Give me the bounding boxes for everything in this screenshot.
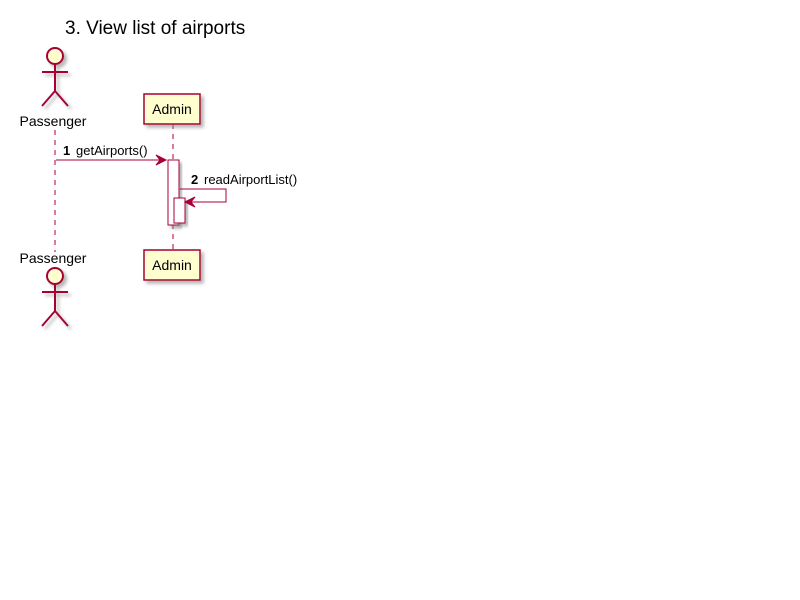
message-1: 1 getAirports() [56, 143, 168, 166]
admin-nested-activation-bar [173, 197, 186, 224]
admin-box-top [143, 93, 201, 125]
message-1-label: getAirports() [76, 143, 148, 158]
message-2-label: readAirportList() [204, 172, 297, 187]
arrowhead-icon [155, 154, 168, 166]
admin-box-bottom [143, 249, 201, 281]
passenger-actor-bottom [41, 267, 69, 327]
stick-figure-icon [41, 267, 69, 327]
admin-label-bottom: Admin [152, 257, 192, 273]
message-2: 2 readAirportList() [180, 172, 297, 208]
passenger-label-top: Passenger [20, 113, 87, 129]
message-1-number: 1 [63, 143, 70, 158]
admin-activation-bar [167, 159, 180, 226]
arrowhead-icon [183, 196, 196, 208]
diagram-title: 3. View list of airports [65, 18, 245, 39]
passenger-actor-top [41, 47, 69, 107]
passenger-label-bottom: Passenger [20, 250, 87, 266]
message-2-number: 2 [191, 172, 198, 187]
admin-label-top: Admin [152, 101, 192, 117]
stick-figure-icon [41, 47, 69, 107]
